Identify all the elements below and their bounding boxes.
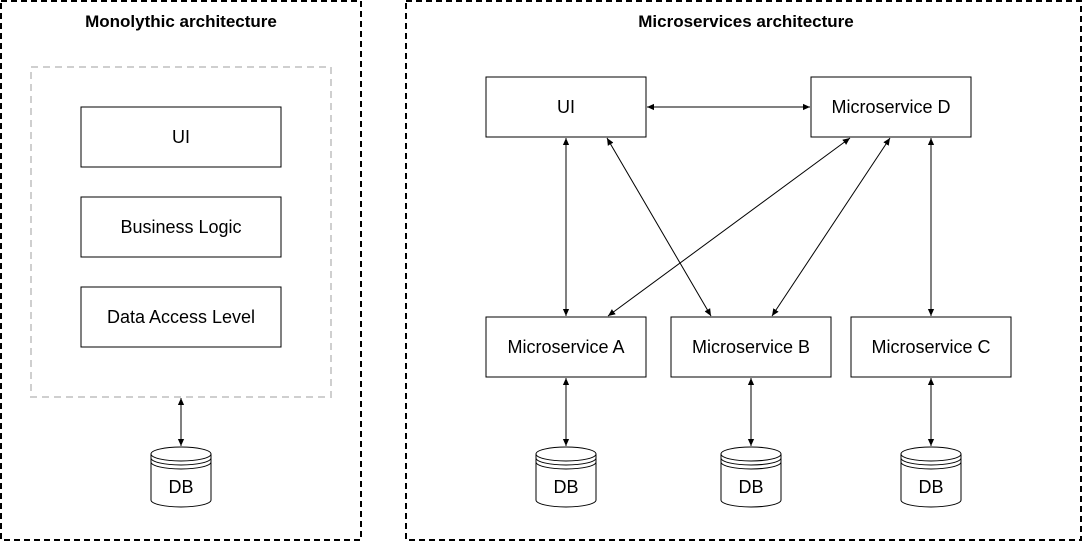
monolith-layer-ui-label: UI [172,127,190,147]
connector-d-a [607,137,851,317]
microservices-panel: Microservices architecture UI Microservi… [405,0,1082,541]
node-ui: UI [485,76,647,138]
db-icon-c: DB [900,446,962,508]
monolith-title: Monolythic architecture [85,12,277,31]
db-a-label: DB [553,477,578,497]
node-microservice-d: Microservice D [810,76,972,138]
connector-ui-b [606,137,712,317]
node-microservice-a: Microservice A [485,316,647,378]
monolith-layer-business-logic-label: Business Logic [120,217,241,237]
connector-d-b [771,137,891,317]
monolith-application-boundary [30,66,332,398]
microservices-frame [405,0,1082,541]
db-icon-a: DB [535,446,597,508]
monolith-panel: Monolythic architecture UI Business Logi… [0,0,362,541]
monolith-frame [0,0,362,541]
monolith-db-icon: DB [150,446,212,508]
node-microservice-a-label: Microservice A [507,337,624,357]
db-c-label: DB [918,477,943,497]
microservices-title: Microservices architecture [638,12,853,31]
monolith-layer-data-access-label: Data Access Level [107,307,255,327]
db-b-label: DB [738,477,763,497]
monolith-layer-data-access: Data Access Level [80,286,282,348]
monolith-db-label: DB [168,477,193,497]
node-microservice-b: Microservice B [670,316,832,378]
node-microservice-c: Microservice C [850,316,1012,378]
monolith-layer-ui: UI [80,106,282,168]
node-microservice-d-label: Microservice D [831,97,950,117]
node-ui-label: UI [557,97,575,117]
node-microservice-b-label: Microservice B [692,337,810,357]
monolith-layer-business-logic: Business Logic [80,196,282,258]
node-microservice-c-label: Microservice C [871,337,990,357]
db-icon-b: DB [720,446,782,508]
